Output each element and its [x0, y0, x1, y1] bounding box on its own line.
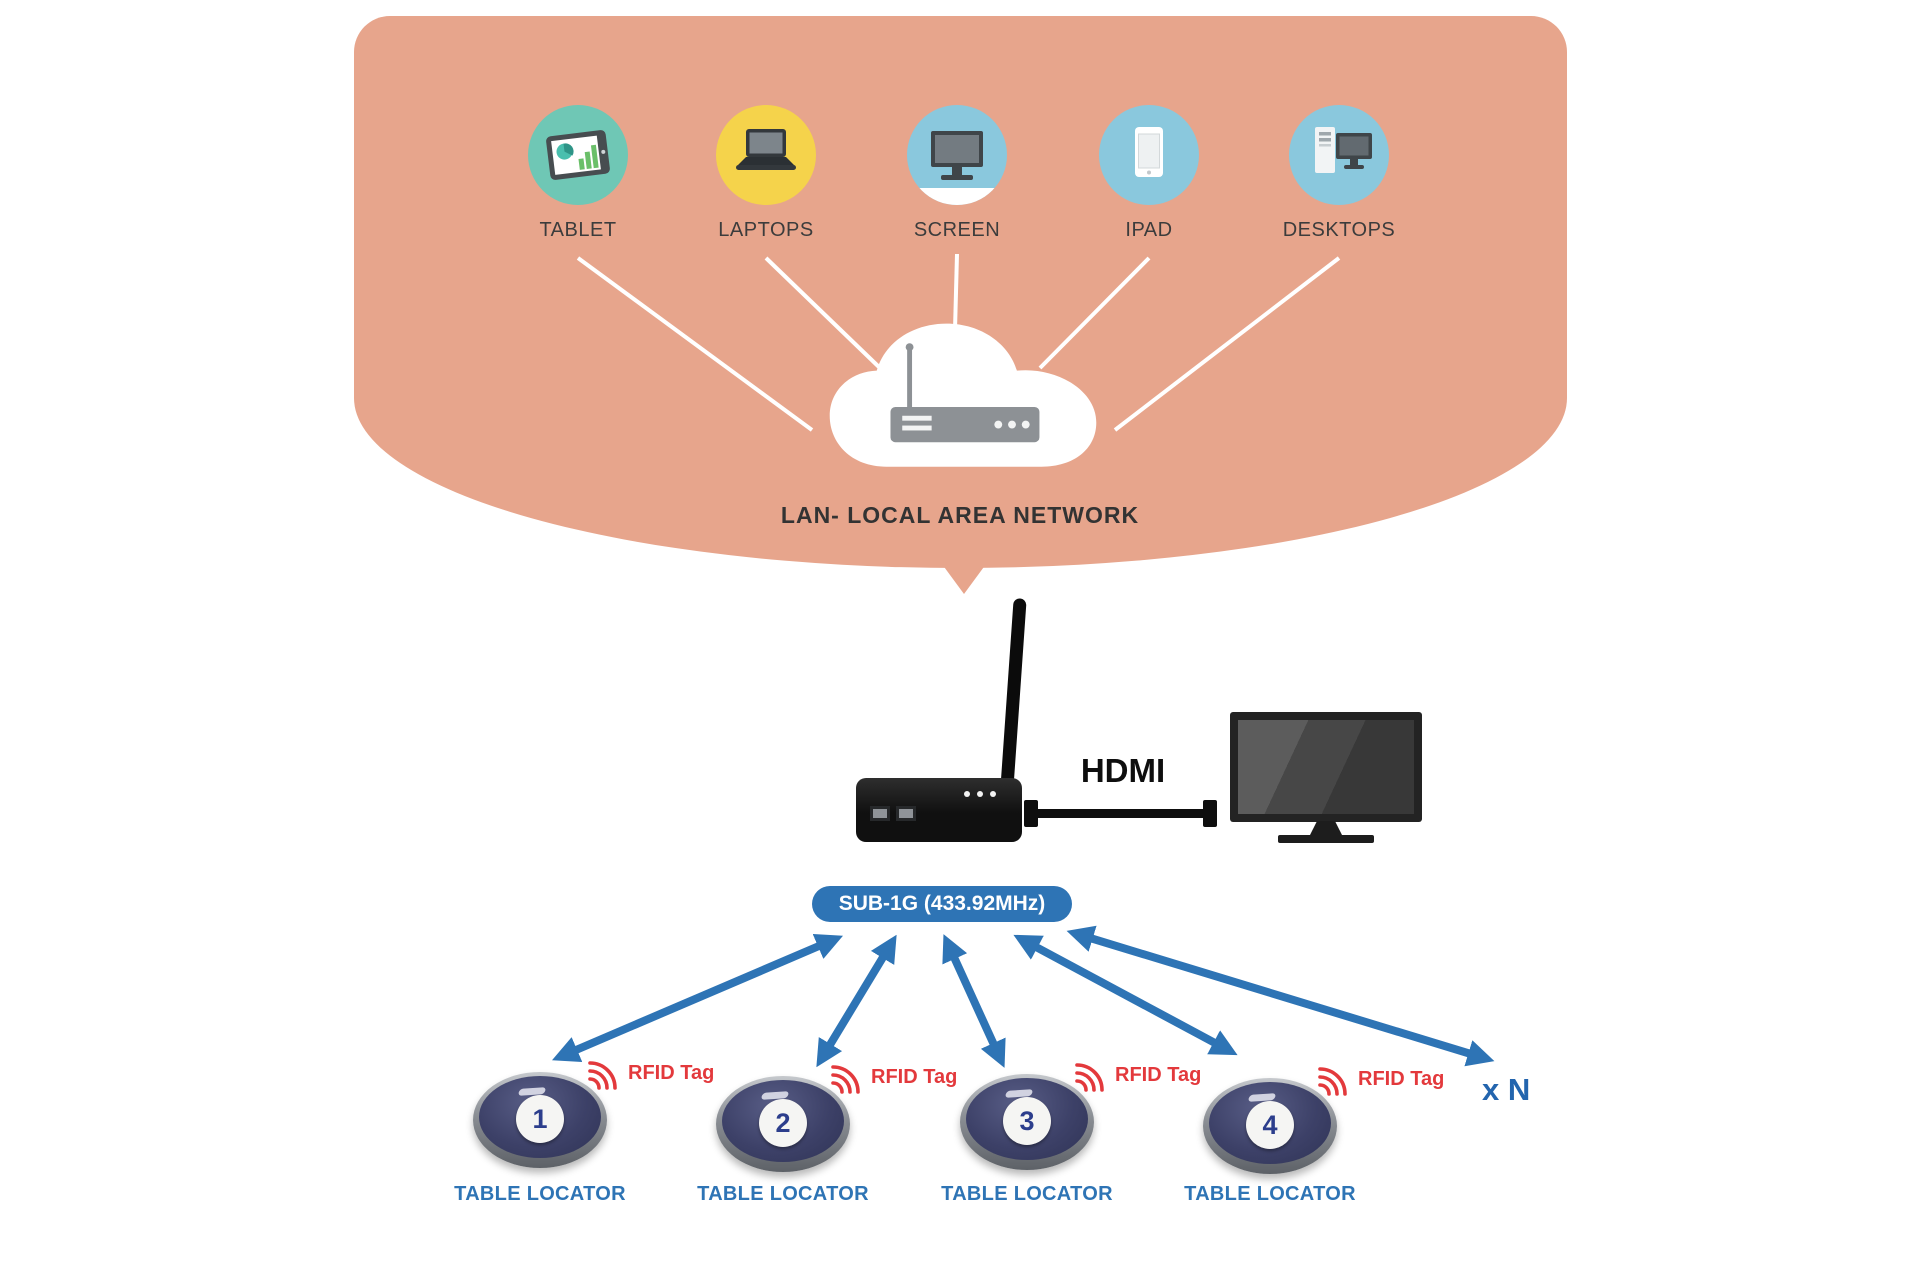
tv-stand-neck [1310, 821, 1342, 835]
puck-number: 1 [532, 1103, 548, 1134]
receiver-port [896, 806, 916, 821]
table-locator-puck: 1 [473, 1072, 607, 1168]
device-label-screen: SCREEN [913, 219, 1001, 241]
table-locator-puck: 4 [1203, 1078, 1337, 1174]
lan-label: LAN- LOCAL AREA NETWORK [780, 502, 1140, 528]
hdmi-label: HDMI [1080, 752, 1166, 789]
tv-screen [1230, 712, 1422, 822]
puck-number: 3 [1019, 1105, 1035, 1136]
tv-panel [1238, 720, 1414, 814]
tv-monitor [1230, 712, 1422, 843]
monitor-desk-surface [907, 188, 1007, 205]
desktop-pc-icon [1289, 105, 1389, 205]
cloud-icon [829, 323, 1097, 467]
puck-number-badge: 3 [1003, 1097, 1051, 1146]
rfid-waves-icon [827, 1058, 865, 1096]
rfid-tag-label: RFID Tag [628, 1062, 715, 1084]
receiver-led [990, 791, 996, 797]
receiver-port [870, 806, 890, 821]
receiver-antenna [1000, 598, 1027, 795]
hdmi-cable [1032, 809, 1212, 818]
rfid-tag-label: RFID Tag [1358, 1068, 1445, 1090]
puck-number-badge: 4 [1246, 1101, 1294, 1150]
device-label-ipad: IPAD [1125, 219, 1173, 241]
receiver-led [977, 791, 983, 797]
puck-number: 4 [1262, 1109, 1278, 1140]
signal-arrow-4 [1013, 934, 1238, 1056]
signal-arrow-n [1066, 925, 1495, 1067]
hdmi-plug-right [1203, 800, 1217, 827]
band-badge: SUB-1G (433.92MHz) [812, 886, 1072, 922]
puck-number-badge: 1 [516, 1095, 564, 1144]
multiplier-label: x N [1482, 1072, 1531, 1107]
table-locator-puck: 3 [960, 1074, 1094, 1170]
table-locator-label: TABLE LOCATOR [454, 1183, 626, 1205]
device-label-tablet: TABLET [539, 219, 617, 241]
receiver-led [964, 791, 970, 797]
device-desktops: DESKTOPS [1239, 105, 1439, 242]
device-ipad: IPAD [1049, 105, 1249, 242]
puck-number-badge: 2 [759, 1099, 807, 1148]
tv-stand-base [1278, 835, 1374, 843]
rfid-waves-icon [1314, 1060, 1352, 1098]
lan-zone-pointer [939, 560, 989, 594]
ipad-icon [1099, 105, 1199, 205]
signal-arrow-2 [816, 934, 897, 1068]
device-label-desktops: DESKTOPS [1282, 219, 1396, 241]
laptop-icon [716, 105, 816, 205]
device-screen: SCREEN [857, 105, 1057, 242]
rfid-waves-icon [1071, 1056, 1109, 1094]
rfid-tag-label: RFID Tag [871, 1066, 958, 1088]
signal-arrow-3 [942, 934, 1006, 1068]
rfid-waves-icon [584, 1054, 622, 1092]
signal-arrow-1 [551, 933, 844, 1063]
rfid-tag-label: RFID Tag [1115, 1064, 1202, 1086]
table-locator-puck: 2 [716, 1076, 850, 1172]
monitor-icon [907, 105, 1007, 205]
tablet-chart-icon [528, 105, 628, 205]
puck-number: 2 [775, 1107, 791, 1138]
table-locator-label: TABLE LOCATOR [941, 1183, 1113, 1205]
device-laptops: LAPTOPS [666, 105, 866, 242]
lan-cloud [806, 306, 1120, 502]
device-tablet: TABLET [478, 105, 678, 242]
receiver-box [856, 778, 1022, 842]
device-label-laptops: LAPTOPS [718, 219, 814, 241]
table-locator-label: TABLE LOCATOR [697, 1183, 869, 1205]
hdmi-plug-left [1024, 800, 1038, 827]
table-locator-label: TABLE LOCATOR [1184, 1183, 1356, 1205]
